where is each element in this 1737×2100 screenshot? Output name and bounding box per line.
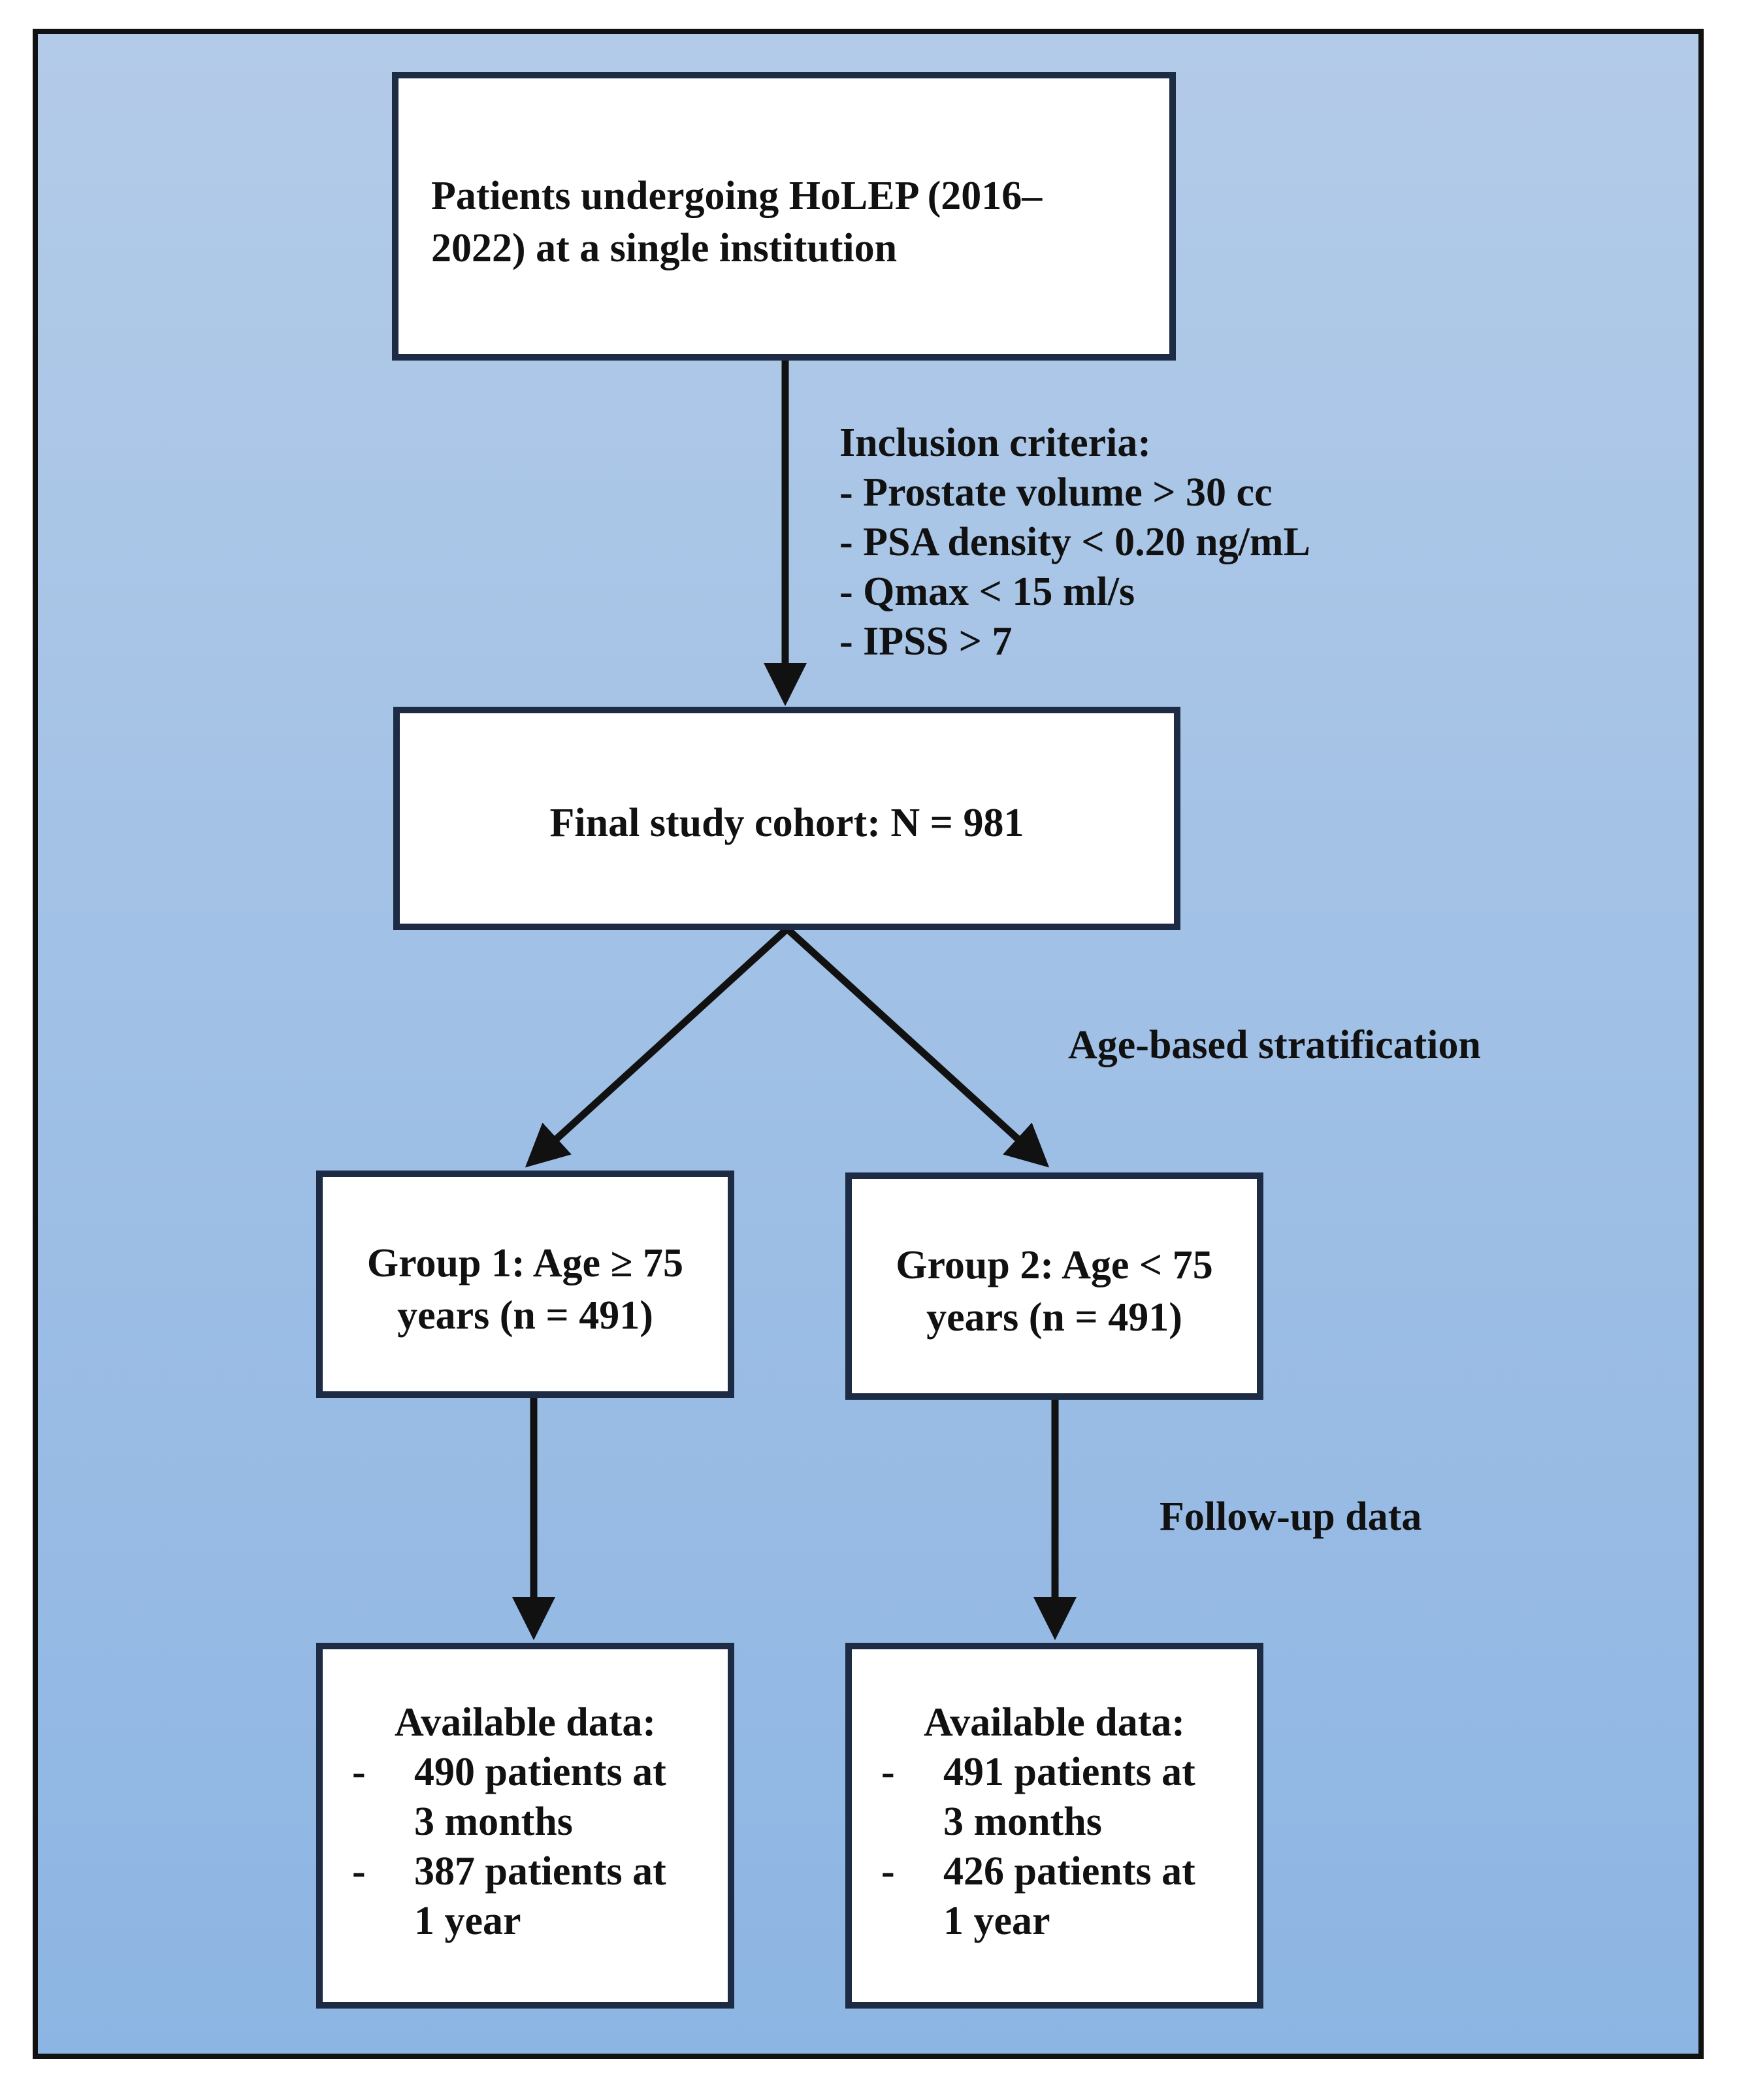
- list-item: -426 patients at 1 year: [881, 1849, 1195, 1943]
- group1-box: Group 1: Age ≥ 75 years (n = 491): [316, 1171, 734, 1398]
- arrow-cohort-to-group1: [525, 926, 790, 1168]
- group2-data-title: Available data:: [923, 1700, 1186, 1745]
- criterion-psa-density: - PSA density < 0.20 ng/mL: [839, 520, 1310, 564]
- cohort-box-text: Final study cohort: N = 981: [549, 801, 1024, 845]
- group2-data-list: -491 patients at 3 months -426 patients …: [881, 1747, 1218, 1946]
- group1-data-box: Available data: -490 patients at 3 month…: [316, 1643, 734, 2009]
- group1-data-title: Available data:: [394, 1700, 657, 1745]
- list-item: -490 patients at 3 months: [352, 1750, 666, 1844]
- group1-data-list: -490 patients at 3 months -387 patients …: [352, 1747, 689, 1946]
- start-box: Patients undergoing HoLEP (2016–2022) at…: [392, 72, 1176, 361]
- list-item: -491 patients at 3 months: [881, 1750, 1195, 1844]
- group1-box-text: Group 1: Age ≥ 75 years (n = 491): [366, 1241, 684, 1338]
- arrow-cohort-to-group2: [785, 926, 1050, 1168]
- group2-data-3-months: 491 patients at 3 months: [943, 1750, 1195, 1844]
- criterion-qmax: - Qmax < 15 ml/s: [839, 570, 1135, 614]
- group1-data-3-months: 490 patients at 3 months: [414, 1750, 666, 1844]
- stratification-label: Age-based stratification: [1068, 1023, 1481, 1067]
- cohort-box: Final study cohort: N = 981: [393, 707, 1180, 930]
- criterion-ipss: - IPSS > 7: [839, 619, 1013, 664]
- group2-box-text: Group 2: Age < 75 years (n = 491): [896, 1243, 1213, 1340]
- start-box-text: Patients undergoing HoLEP (2016–2022) at…: [431, 174, 1043, 270]
- group2-box: Group 2: Age < 75 years (n = 491): [845, 1172, 1263, 1400]
- inclusion-criteria-title: Inclusion criteria:: [839, 421, 1151, 465]
- criterion-prostate-volume: - Prostate volume > 30 cc: [839, 470, 1273, 515]
- followup-label: Follow-up data: [1160, 1494, 1422, 1539]
- inclusion-criteria: Inclusion criteria: - Prostate volume > …: [839, 418, 1310, 666]
- group2-data-box: Available data: -491 patients at 3 month…: [845, 1643, 1263, 2009]
- group2-data-1-year: 426 patients at 1 year: [943, 1849, 1195, 1943]
- list-item: -387 patients at 1 year: [352, 1849, 666, 1943]
- group1-data-1-year: 387 patients at 1 year: [414, 1849, 666, 1943]
